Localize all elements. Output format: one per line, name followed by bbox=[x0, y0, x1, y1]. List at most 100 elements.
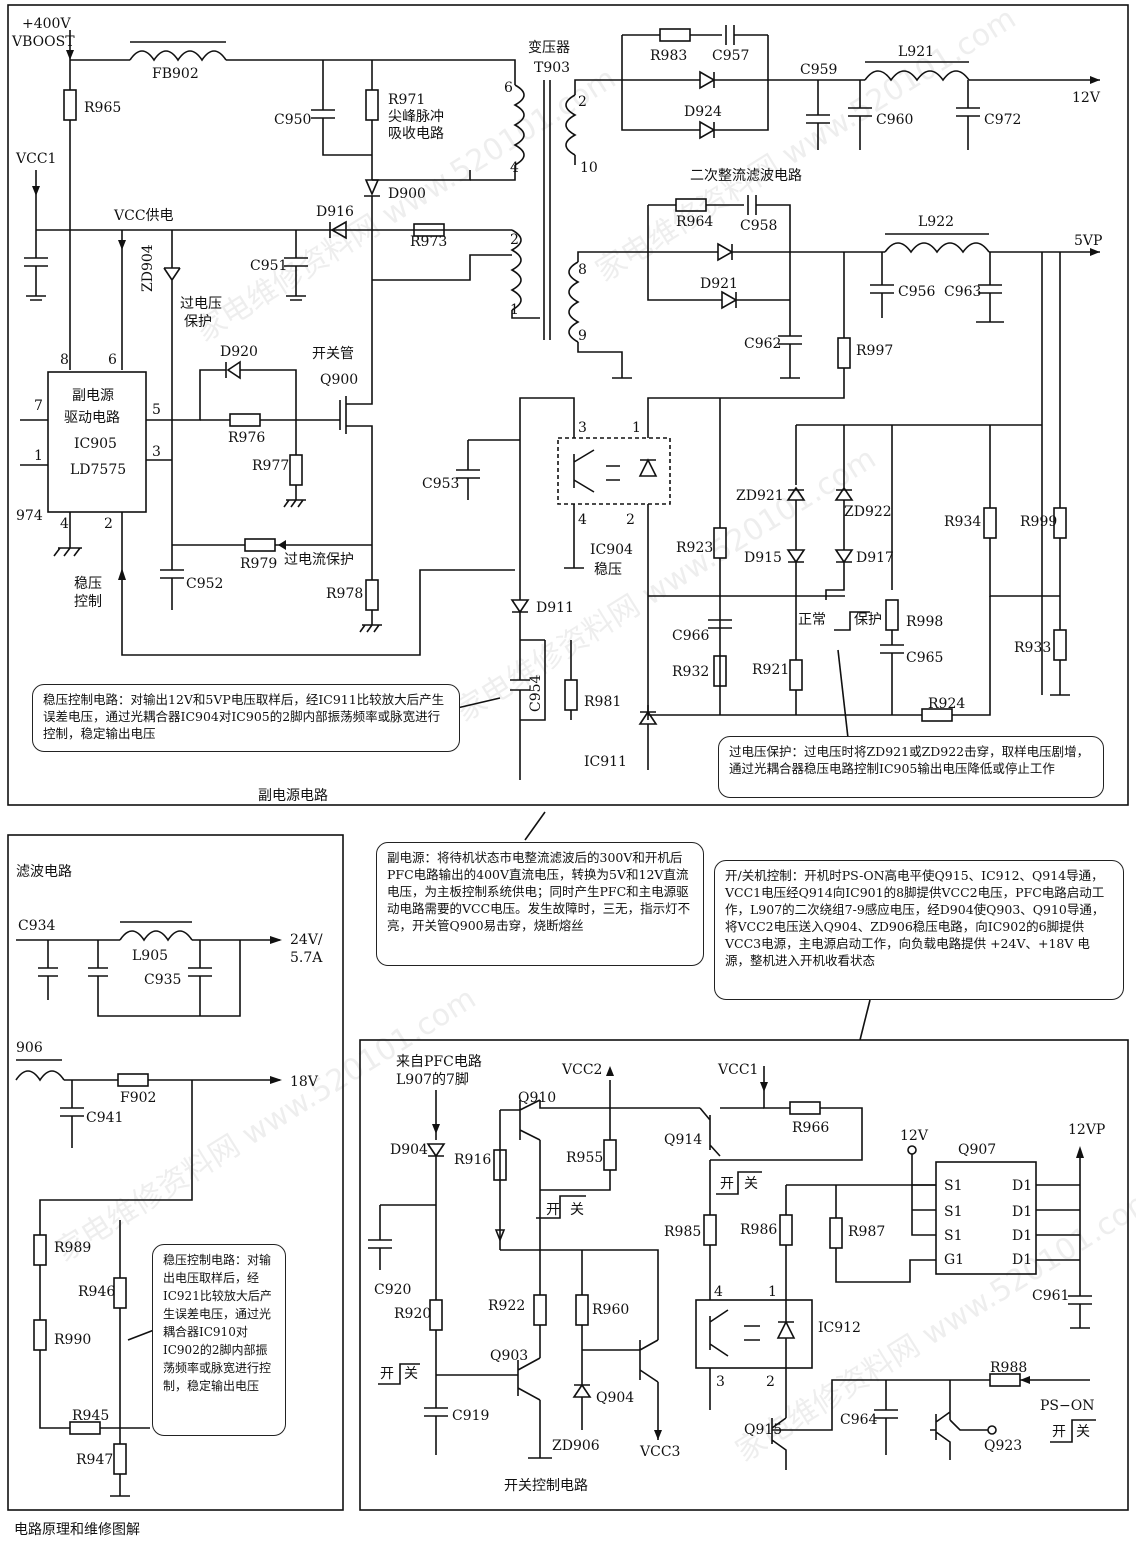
pin-7: 7 bbox=[34, 398, 43, 414]
arrow-icon bbox=[1076, 1146, 1084, 1158]
resistor-r960 bbox=[575, 1294, 589, 1326]
label-c962: C962 bbox=[744, 336, 781, 352]
pin-3: 3 bbox=[152, 444, 161, 460]
label-l921: L921 bbox=[898, 44, 934, 60]
label-r971: R971 bbox=[388, 92, 425, 108]
diode-d924 bbox=[699, 35, 769, 140]
inductor-fb902 bbox=[129, 50, 227, 62]
resistor-r922 bbox=[533, 1294, 547, 1326]
label-c954: C954 bbox=[528, 674, 544, 712]
capacitor-c960 bbox=[848, 80, 872, 150]
label-switch-tube: 开关管 bbox=[312, 346, 354, 362]
label-r979: R979 bbox=[240, 556, 277, 572]
resistor-r934 bbox=[983, 507, 997, 539]
label-r947: R947 bbox=[76, 1452, 113, 1468]
label-f902: F902 bbox=[120, 1090, 156, 1106]
label-d924: D924 bbox=[684, 104, 722, 120]
label-r976: R976 bbox=[228, 430, 265, 446]
label-d900: D900 bbox=[388, 186, 426, 202]
label-ovp-1: 过电压 bbox=[180, 296, 222, 312]
label-c919: C919 bbox=[452, 1408, 489, 1424]
wire bbox=[647, 204, 744, 301]
label-r955: R955 bbox=[566, 1150, 603, 1166]
pin-s1-c: S1 bbox=[944, 1228, 963, 1244]
label-r934: R934 bbox=[944, 514, 981, 530]
label-q904: Q904 bbox=[596, 1390, 634, 1406]
label-vcc-supply: VCC供电 bbox=[113, 208, 174, 224]
sub-power-frame bbox=[7, 4, 1129, 806]
resistor-r955 bbox=[603, 1139, 617, 1171]
capacitor-c941 bbox=[60, 1080, 84, 1148]
zener-zd904 bbox=[163, 230, 181, 545]
note-regulation-2: 稳压控制电路：对输出电压取样后，经IC921比较放大后产生误差电压，通过光耦合器… bbox=[152, 1244, 286, 1436]
transistor-q910 bbox=[499, 1099, 700, 1295]
capacitor-c919 bbox=[424, 1400, 448, 1455]
label-c956: C956 bbox=[898, 284, 936, 300]
label-r932: R932 bbox=[672, 664, 709, 680]
label-r946: R946 bbox=[78, 1284, 115, 1300]
pin-d1-d: D1 bbox=[1012, 1252, 1032, 1268]
step-icon bbox=[536, 1195, 586, 1219]
arrow-icon bbox=[118, 568, 126, 580]
label-w2: 2 bbox=[510, 232, 519, 248]
label-r920: R920 bbox=[394, 1306, 431, 1322]
resistor-r986 bbox=[779, 1214, 793, 1246]
diode-d900 bbox=[364, 179, 380, 197]
label-q903: Q903 bbox=[490, 1348, 528, 1364]
capacitor-c963 bbox=[976, 252, 1004, 323]
diode-d911-network bbox=[510, 599, 546, 780]
arrow-icon bbox=[432, 1124, 440, 1134]
label-protect: 保护 bbox=[854, 612, 882, 628]
wire bbox=[710, 1066, 863, 1161]
pin-d1-c: D1 bbox=[1012, 1228, 1032, 1244]
note-regulation: 稳压控制电路：对输出12V和5VP电压取样后，经IC911比较放大后产生误差电压… bbox=[32, 684, 460, 752]
label-24v: 24V/ bbox=[290, 932, 323, 948]
resistor-r921 bbox=[789, 659, 803, 691]
label-l905: L905 bbox=[132, 948, 168, 964]
arrow-icon bbox=[654, 1430, 662, 1440]
label-from-pfc-1: 来自PFC电路 bbox=[396, 1054, 482, 1070]
resistor-r998 bbox=[885, 599, 899, 631]
label-r965: R965 bbox=[84, 100, 121, 116]
label-fb902: FB902 bbox=[152, 66, 199, 82]
wire bbox=[188, 939, 280, 1016]
filter-cap-network bbox=[16, 939, 241, 1017]
wire bbox=[911, 1184, 1080, 1261]
capacitor-vcc bbox=[24, 230, 48, 301]
label-r978: R978 bbox=[326, 586, 363, 602]
label-ic911: IC911 bbox=[584, 754, 627, 770]
resistor-r924 bbox=[921, 708, 953, 722]
label-r983: R983 bbox=[650, 48, 687, 64]
title-filter: 滤波电路 bbox=[16, 864, 72, 880]
diode-upper bbox=[699, 70, 768, 90]
pin-ic904-1: 1 bbox=[632, 420, 641, 436]
label-off-4: 关 bbox=[1076, 1424, 1090, 1440]
pin-ic904-3: 3 bbox=[578, 420, 587, 436]
note-sub-power: 副电源：将待机状态市电整流滤波后的300V和开机后PFC电路输出的400V直流电… bbox=[376, 842, 704, 966]
wire bbox=[621, 34, 722, 131]
label-s9: 9 bbox=[578, 328, 587, 344]
wire bbox=[835, 1185, 936, 1283]
label-zd922: ZD922 bbox=[844, 504, 892, 520]
footer-caption: 电路原理和维修图解 bbox=[14, 1522, 140, 1538]
label-c959: C959 bbox=[800, 62, 837, 78]
title-switch-ctrl: 开关控制电路 bbox=[504, 1478, 588, 1494]
resistor-r979 bbox=[244, 538, 276, 552]
pin-s1-a: S1 bbox=[944, 1178, 963, 1194]
arrow-icon bbox=[494, 1229, 506, 1243]
label-ic912: IC912 bbox=[818, 1320, 861, 1336]
arrow-icon bbox=[278, 540, 286, 550]
wire bbox=[648, 595, 991, 716]
transistor-q915 bbox=[771, 1379, 990, 1470]
label-vcc2: VCC2 bbox=[561, 1062, 602, 1078]
capacitor-c959 bbox=[806, 80, 830, 150]
optocoupler-ic904 bbox=[573, 449, 658, 493]
label-d921: D921 bbox=[700, 276, 738, 292]
label-400v: +400V bbox=[22, 16, 71, 32]
callout-tail bbox=[859, 999, 871, 1041]
label-ic904-sub: 稳压 bbox=[594, 562, 622, 578]
pin-ic912-4: 4 bbox=[714, 1284, 723, 1300]
label-r916: R916 bbox=[454, 1152, 491, 1168]
label-w6: 6 bbox=[504, 80, 513, 96]
label-d904: D904 bbox=[390, 1142, 428, 1158]
